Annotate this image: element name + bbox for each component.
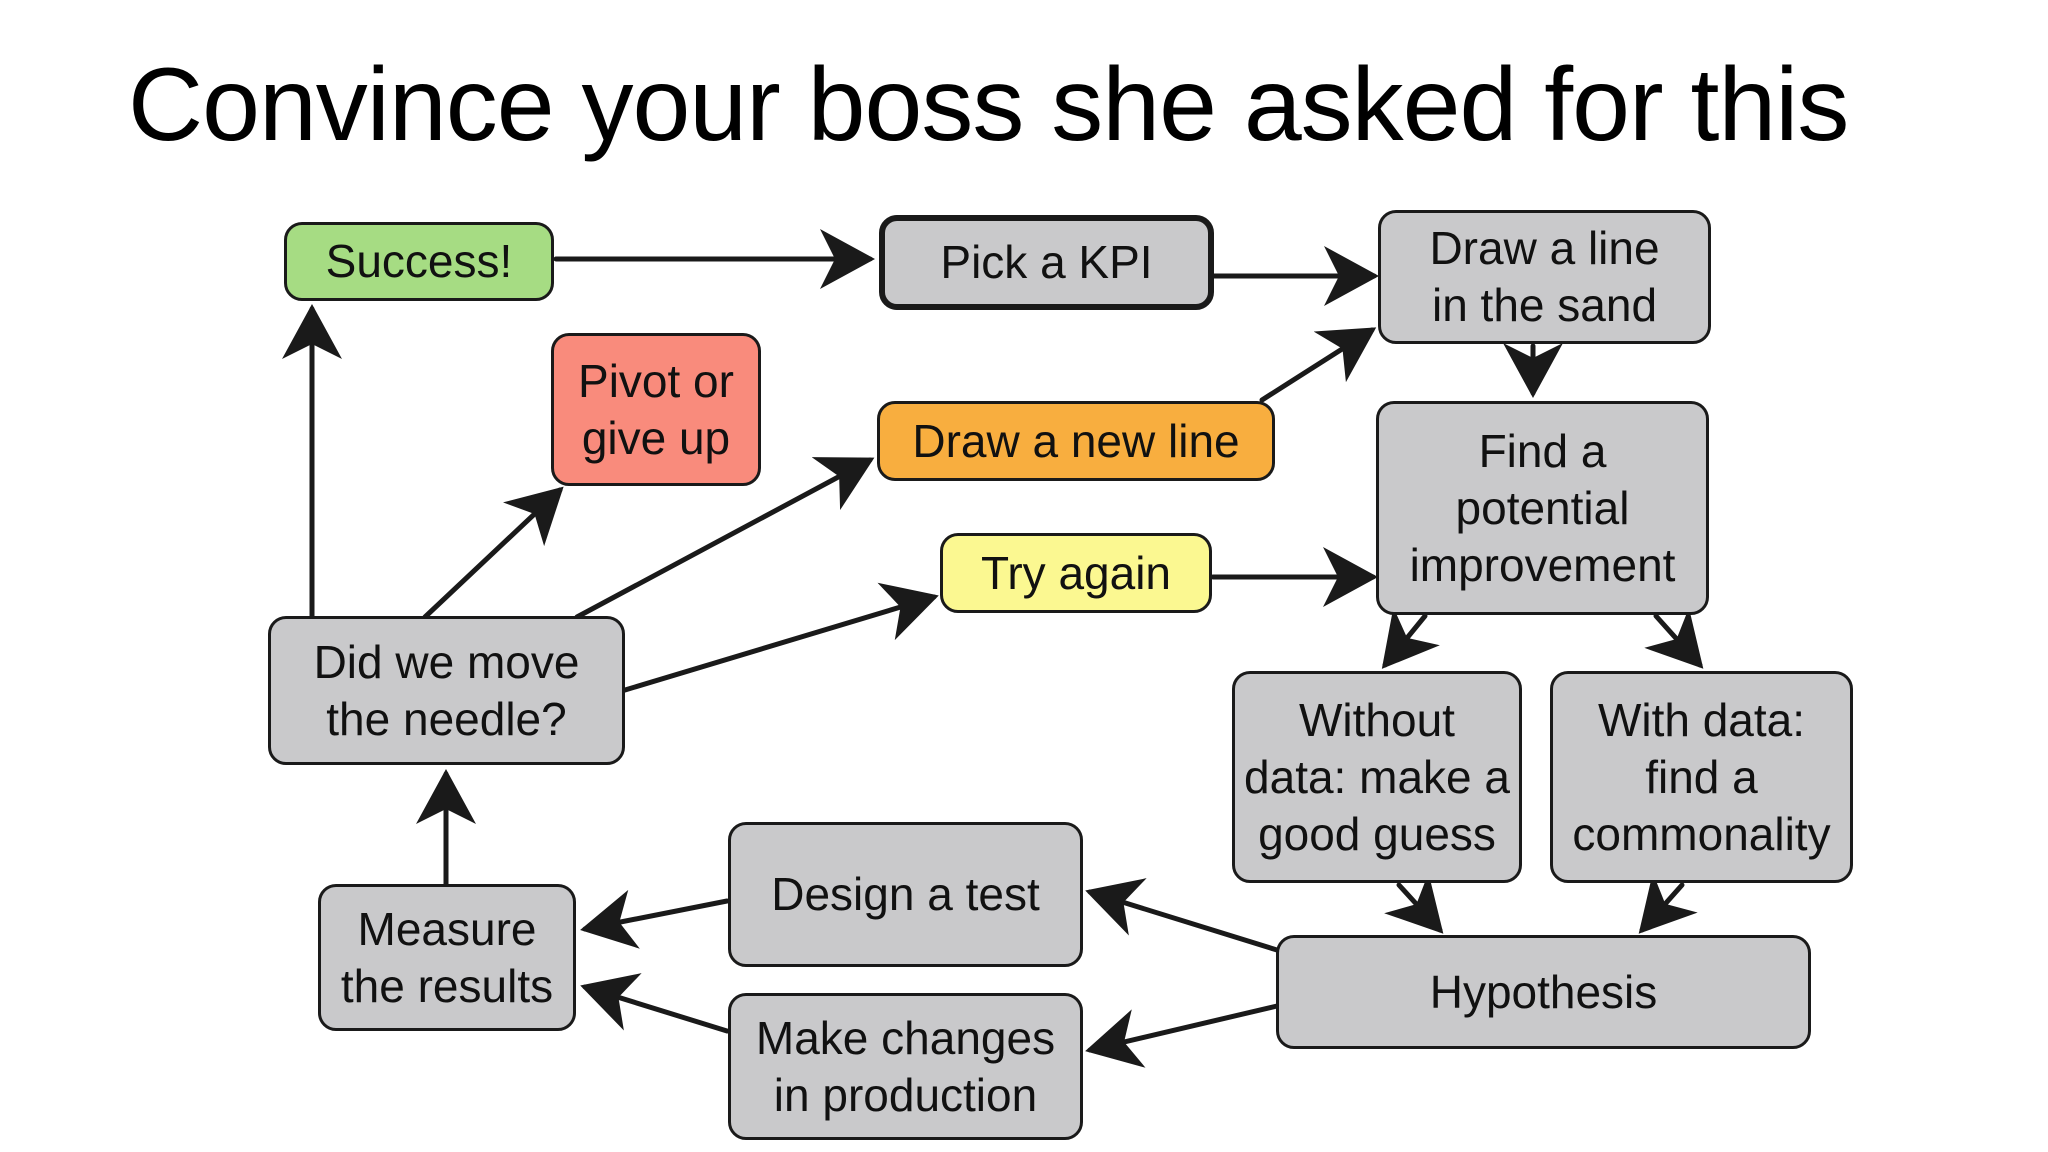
node-hypothesis: Hypothesis	[1276, 935, 1811, 1049]
arrow-hypothesis-to-design	[1085, 878, 1280, 953]
node-success: Success!	[284, 222, 554, 301]
arrow-find-to-withdata	[1644, 607, 1704, 669]
node-find-improvement: Find a potential improvement	[1376, 401, 1709, 615]
arrow-didwe-to-tryagain	[622, 582, 939, 693]
node-without-data: Without data: make a good guess	[1232, 671, 1522, 883]
node-try-again: Try again	[940, 533, 1212, 613]
arrow-hypothesis-to-changes	[1085, 1003, 1280, 1068]
node-measure-results: Measure the results	[318, 884, 576, 1031]
arrow-changes-to-measure	[580, 973, 730, 1034]
node-design-test: Design a test	[728, 822, 1083, 967]
arrow-without-to-hypothesis	[1384, 872, 1444, 934]
node-draw-line-in-sand: Draw a line in the sand	[1378, 210, 1711, 344]
arrow-didwe-to-pivot	[422, 486, 564, 620]
node-make-changes: Make changes in production	[728, 993, 1083, 1140]
node-with-data: With data: find a commonality	[1550, 671, 1853, 883]
node-draw-new-line: Draw a new line	[877, 401, 1275, 481]
arrow-find-to-without	[1381, 607, 1440, 669]
arrow-withdata-to-hypothesis	[1638, 872, 1698, 934]
node-pick-kpi: Pick a KPI	[879, 215, 1214, 310]
arrow-didwe-to-newline	[574, 457, 875, 620]
arrow-newline-to-drawline	[1259, 327, 1377, 403]
slide-title: Convince your boss she asked for this	[128, 47, 1849, 163]
arrow-design-to-measure	[580, 889, 730, 949]
node-did-we-move-needle: Did we move the needle?	[268, 616, 625, 765]
node-pivot-or-give-up: Pivot or give up	[551, 333, 761, 486]
